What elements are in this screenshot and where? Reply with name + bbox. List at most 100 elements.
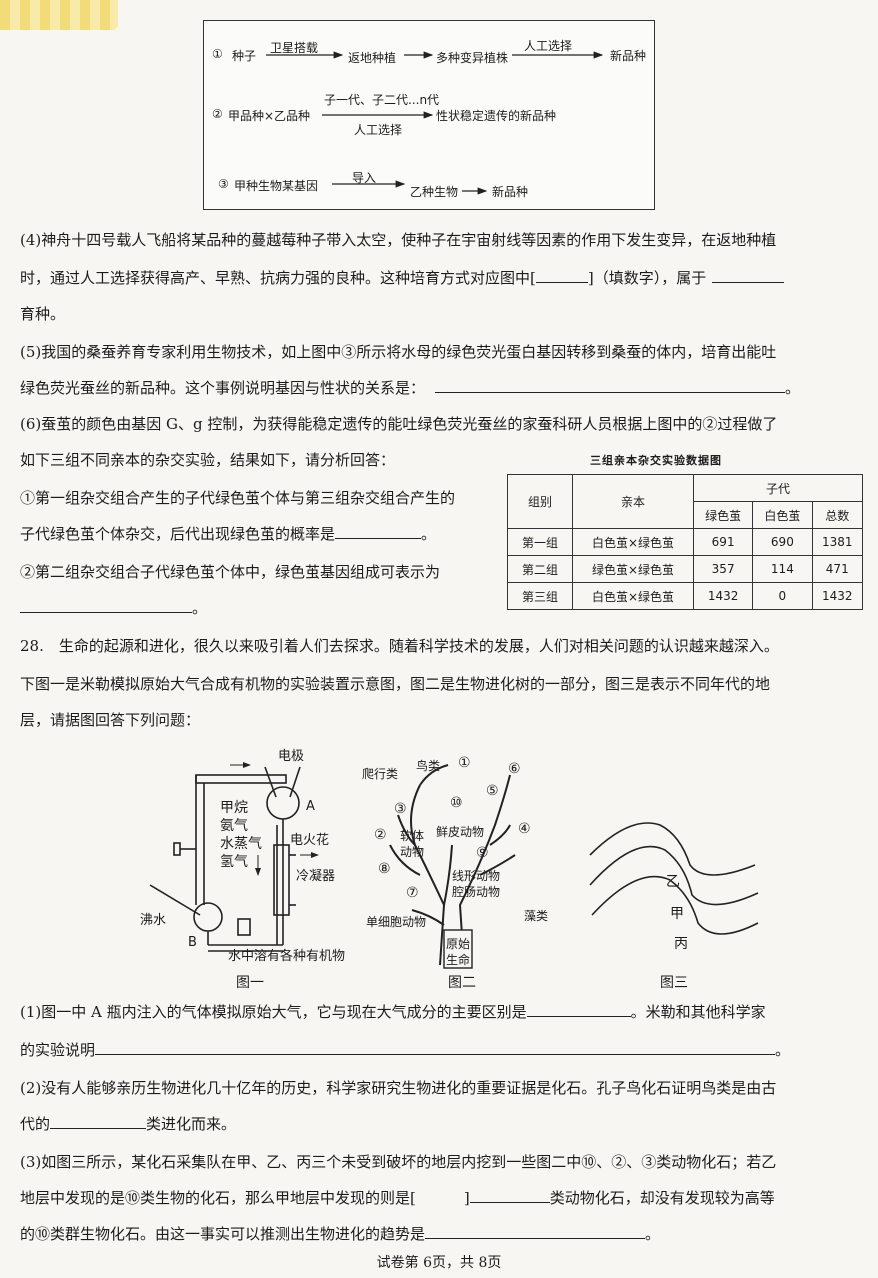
q4-answer-type[interactable]	[712, 268, 785, 283]
fig1-a-label: A	[306, 799, 315, 814]
flow-r1-arrow3-label: 人工选择	[524, 39, 573, 53]
th-green: 绿色茧	[692, 501, 754, 529]
cell-parent: 白色茧×绿色茧	[572, 582, 694, 610]
cell-group: 第二组	[507, 555, 573, 583]
cell-white: 114	[752, 555, 813, 583]
flow-r3-num: ③	[218, 177, 229, 191]
q4-answer-number[interactable]	[535, 268, 588, 283]
sub2-line2-b: 类进化而来。	[146, 1115, 237, 1133]
fig1-gas-vapor: 水蒸气	[220, 836, 262, 852]
sub1-answer-difference[interactable]	[526, 1002, 631, 1017]
q6-line2: 如下三组不同亲本的杂交实验，结果如下，请分析回答：	[20, 451, 396, 469]
q5-line2-text: 绿色荧光蚕丝的新品种。这个事例说明基因与性状的关系是：	[20, 379, 426, 397]
fig2-reptiles-label: 爬行类	[362, 767, 399, 781]
sub2-line2: 代的 类进化而来。	[20, 1114, 236, 1134]
flow-r1-start: 种子	[232, 49, 257, 63]
flow-r3-start: 甲种生物某基因	[234, 179, 319, 193]
q28-line1: 28. 生命的起源和进化，很久以来吸引着人们去探求。随着科学技术的发展，人们对相…	[20, 637, 779, 655]
th-parent: 亲本	[572, 474, 694, 529]
fig2-num-8: ⑧	[378, 861, 391, 877]
fig3-bing-label: 丙	[674, 936, 688, 952]
q4-line2-b: ]（填数字），属于	[587, 269, 707, 287]
q6-s1-text: 子代绿色茧个体杂交，后代出现绿色茧的概率是	[20, 525, 336, 543]
flow-r1-num: ①	[212, 47, 223, 61]
flow-r2-below: 人工选择	[354, 123, 403, 137]
cell-green: 691	[692, 528, 754, 556]
miller-apparatus-drawing	[149, 762, 319, 952]
sub1-answer-conclusion[interactable]	[95, 1040, 776, 1055]
fig2-nematode-label: 线形动物	[452, 869, 501, 883]
flow-r3-step2: 乙种生物	[410, 185, 459, 199]
fig2-num-2: ②	[374, 827, 387, 843]
fig1-spark-label: 电火花	[290, 833, 330, 848]
q6-line1: (6)蚕茧的颜色由基因 G、g 控制，为获得能稳定遗传的能吐绿色荧光蚕丝的家蚕科…	[20, 415, 778, 433]
q5-answer[interactable]	[435, 378, 786, 393]
fig3-caption: 图三	[660, 975, 688, 991]
q6-answer-genotype[interactable]	[20, 598, 192, 613]
fig1-condenser-label: 冷凝器	[296, 869, 336, 884]
flow-r1-step2: 返地种植	[348, 51, 397, 65]
fig2-origin-label-1: 原始	[446, 937, 471, 951]
fig1-b-label: B	[188, 935, 197, 950]
fig1-gas-hydrogen: 氢气	[220, 854, 248, 870]
sub3-line1: (3)如图三所示，某化石采集队在甲、乙、丙三个未受到破坏的地层内挖到一些图二中⑩…	[20, 1153, 777, 1171]
q4-line2: 时，通过人工选择获得高产、早熟、抗病力强的良种。这种培育方式对应图中[ ]（填数字…	[20, 268, 785, 288]
figure-evolution-tree: 鸟类 爬行类 ① ⑥ ③ ⑩ ⑤ ② 软体 动物 鲜皮动物 ④ ⑧ ⑨ 线形动物…	[360, 755, 560, 970]
th-group: 组别	[507, 474, 573, 529]
fig2-num-6: ⑥	[508, 761, 521, 777]
sub2-answer[interactable]	[50, 1114, 147, 1129]
sub3-line2: 地层中发现的是⑩类生物的化石，那么甲地层中发现的则是[]类动物化石，却没有发现较…	[20, 1188, 775, 1208]
table-row: 第二组 绿色茧×绿色茧 357 114 471	[507, 555, 863, 583]
sub2-line1: (2)没有人能够亲历生物进化几十亿年的历史，科学家研究生物进化的重要证据是化石。…	[20, 1079, 777, 1097]
cross-experiment-table: 组别 亲本 子代 绿色茧 白色茧 总数 第一组 白色茧×绿色茧 691 690 …	[507, 474, 863, 610]
figure-miller-apparatus: 电极 A 甲烷 氨气 水蒸气 氢气 电火花 冷凝器 沸水 B 水中溶有各种有机物	[140, 745, 370, 985]
flow-r2-num: ②	[212, 107, 223, 121]
q5-line2-end: 。	[785, 379, 801, 397]
fig2-num-1: ①	[458, 755, 471, 771]
table-row: 第三组 白色茧×绿色茧 1432 0 1432	[507, 582, 863, 610]
sub3-line2-b: ]	[463, 1189, 470, 1207]
th-total: 总数	[811, 501, 863, 529]
sub2-line2-a: 代的	[20, 1115, 51, 1133]
flow-r1-arrow1-label: 卫星搭载	[270, 41, 319, 55]
fig2-caption: 图二	[448, 975, 476, 991]
q5-line2: 绿色荧光蚕丝的新品种。这个事例说明基因与性状的关系是： 。	[20, 378, 800, 398]
cell-green: 357	[692, 555, 754, 583]
fig1-boiling-water-label: 沸水	[140, 913, 167, 928]
fig1-bottom-label: 水中溶有各种有机物	[228, 949, 346, 964]
cell-group: 第一组	[507, 528, 573, 556]
sub1-line2: 的实验说明。	[20, 1040, 790, 1060]
cell-white: 0	[752, 582, 813, 610]
fig2-annelid-label: 鲜皮动物	[436, 825, 485, 839]
fig2-coelenterate-label: 腔肠动物	[452, 885, 501, 899]
sub3-line2-a: 地层中发现的是⑩类生物的化石，那么甲地层中发现的则是[	[20, 1189, 416, 1207]
fig1-caption: 图一	[236, 975, 264, 991]
q6-s1-line2: 子代绿色茧个体杂交，后代出现绿色茧的概率是。	[20, 524, 436, 544]
sub1-line1: (1)图一中 A 瓶内注入的气体模拟原始大气，它与现在大气成分的主要区别是。米勒…	[20, 1002, 766, 1022]
page-footer: 试卷第 6页，共 8页	[376, 1255, 502, 1271]
flow-r1-end: 新品种	[610, 49, 647, 63]
flow-r2-start: 甲品种×乙品种	[228, 109, 311, 123]
q28-line2: 下图一是米勒模拟原始大气合成有机物的实验装置示意图，图二是生物进化树的一部分，图…	[20, 675, 771, 693]
sub3-answer-animal[interactable]	[469, 1188, 550, 1203]
table-caption: 三组亲本杂交实验数据图	[590, 454, 722, 467]
flow-r3-end: 新品种	[492, 185, 529, 199]
fig2-num-7: ⑦	[406, 885, 419, 901]
sub1-line2-end: 。	[775, 1041, 791, 1059]
th-offspring: 子代	[693, 474, 863, 502]
q5-line1: (5)我国的桑蚕养育专家利用生物技术，如上图中③所示将水母的绿色荧光蛋白基因转移…	[20, 343, 777, 361]
cell-group: 第三组	[507, 582, 573, 610]
q4-line2-a: 时，通过人工选择获得高产、早熟、抗病力强的良种。这种培育方式对应图中[	[20, 269, 536, 287]
table-row: 第一组 白色茧×绿色茧 691 690 1381	[507, 528, 863, 556]
q6-s2-end: 。	[192, 599, 208, 617]
breeding-flow-diagram: ① 种子 卫星搭载 返地种植 多种变异植株 人工选择 新品种 ② 甲品种×乙品种…	[203, 20, 655, 210]
fig2-num-4: ④	[518, 821, 531, 837]
cell-green: 1432	[692, 582, 754, 610]
q6-answer-probability[interactable]	[335, 524, 422, 539]
cell-parent: 绿色茧×绿色茧	[572, 555, 694, 583]
cell-white: 690	[752, 528, 813, 556]
fig2-num-3: ③	[394, 801, 407, 817]
fig2-birds-label: 鸟类	[416, 759, 441, 773]
q28-line3: 层，请据图回答下列问题：	[20, 711, 201, 729]
sub3-answer-trend[interactable]	[425, 1224, 646, 1239]
